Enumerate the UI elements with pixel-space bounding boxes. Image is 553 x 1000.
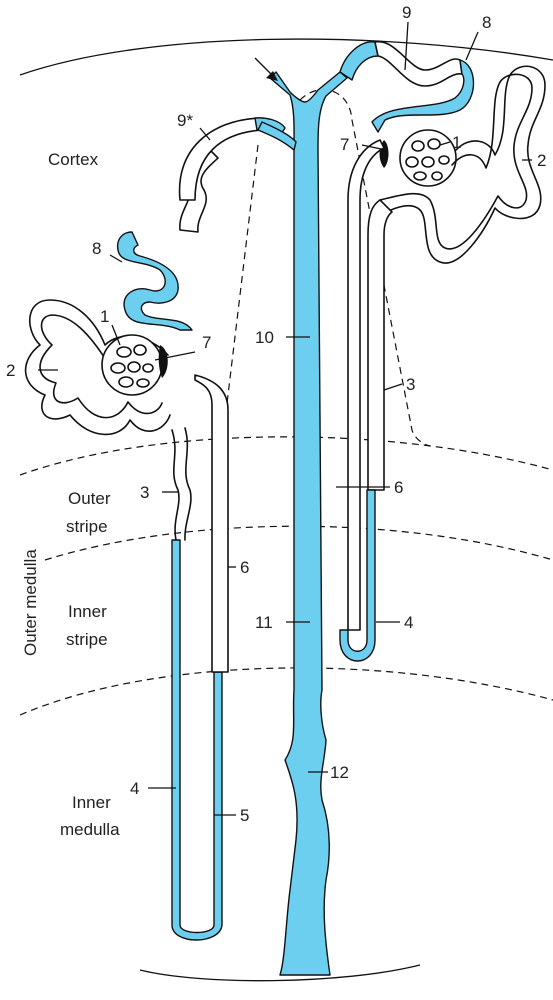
distal-convoluted-tubule-left (118, 232, 192, 330)
callout-12: 12 (330, 763, 349, 782)
collecting-duct (270, 72, 347, 975)
zone-label-inner-medulla-1: Inner (72, 793, 111, 812)
zone-label-outer-stripe-2: stripe (66, 517, 108, 536)
callout-4-right: 4 (404, 613, 413, 632)
callout-8-left: 8 (92, 239, 101, 258)
proximal-straight-tubule-right (368, 200, 392, 490)
callout-5: 5 (240, 806, 249, 825)
medullary-ray-outline (225, 145, 258, 420)
thick-ascending-limb-left (195, 375, 228, 672)
zone-label-inner-medulla-2: medulla (60, 820, 120, 839)
callout-2-right: 2 (537, 151, 546, 170)
callout-6-right: 6 (394, 478, 403, 497)
outer-inner-medulla-boundary (20, 668, 553, 715)
proximal-straight-tubule-left-inner (185, 428, 191, 540)
callout-10: 10 (255, 328, 274, 347)
proximal-straight-tubule-left (172, 430, 179, 540)
connecting-tubule-right (375, 42, 462, 86)
zone-label-inner-stripe-2: stripe (66, 630, 108, 649)
zone-label-outer-stripe-1: Outer (68, 489, 111, 508)
callout-8-right: 8 (482, 13, 491, 32)
callout-2-left: 2 (6, 361, 15, 380)
glomerulus-right (400, 130, 456, 186)
callout-1-right: 1 (452, 133, 461, 152)
zone-label-inner-stripe-1: Inner (68, 602, 107, 621)
distal-convoluted-tubule-right (340, 42, 378, 80)
connecting-tubule-left (180, 118, 262, 200)
callout-6-left: 6 (240, 558, 249, 577)
callout-7-left: 7 (202, 333, 211, 352)
cortex-medulla-boundary (20, 437, 553, 475)
callout-11: 11 (255, 613, 273, 632)
zone-label-outer-medulla: Outer medulla (21, 549, 40, 656)
callout-9-star: 9* (177, 111, 193, 130)
callout-9: 9 (402, 3, 411, 22)
callout-1-left: 1 (100, 307, 109, 326)
callout-7-right: 7 (340, 135, 349, 154)
callout-4-left: 4 (130, 779, 139, 798)
callout-3-left: 3 (140, 483, 149, 502)
zone-label-cortex: Cortex (48, 150, 99, 169)
callout-3-right: 3 (406, 375, 415, 394)
glomerulus-left (102, 335, 162, 395)
